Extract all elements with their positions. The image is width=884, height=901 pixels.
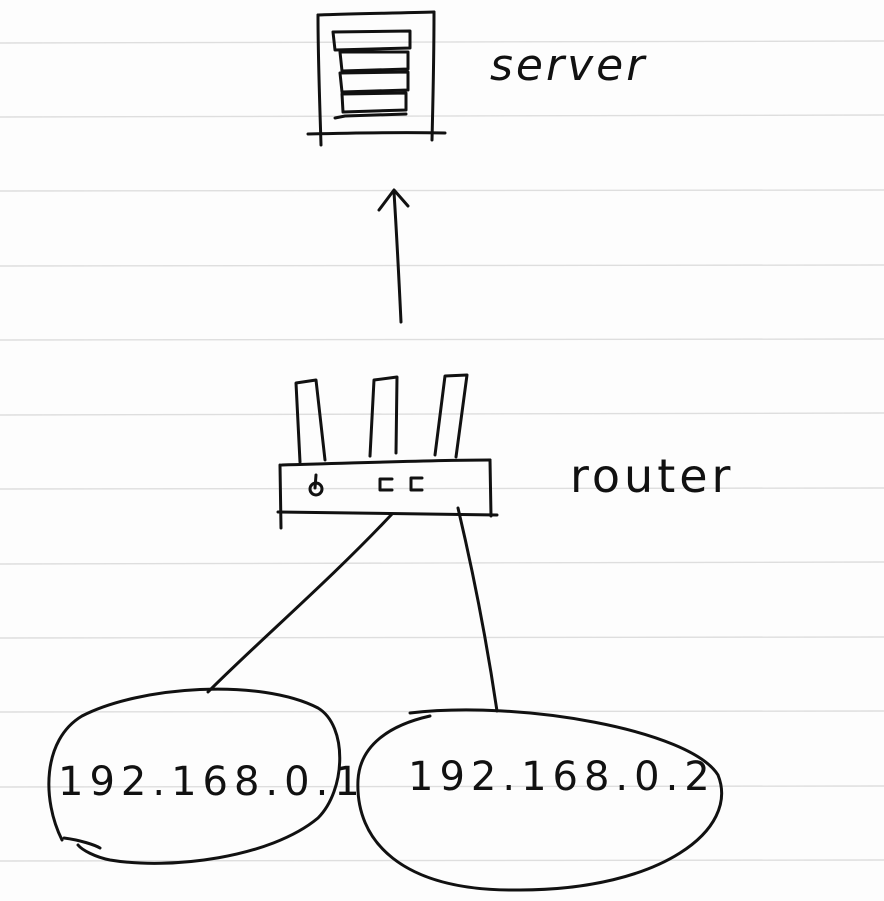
ruled-lines [0,40,884,862]
host1-ip-label: 192.168.0.1 [58,759,366,805]
host2-ip-label: 192.168.0.2 [408,754,716,800]
link-router-host2 [456,506,499,713]
host-node-1: 192.168.0.1 [47,687,366,865]
router-label: router [570,449,734,503]
server-icon [306,10,447,147]
uplink-arrow [377,188,410,324]
server-label: server [490,40,647,91]
link-router-host1 [206,512,394,694]
router-icon [276,373,499,530]
host-node-2: 192.168.0.2 [356,708,724,892]
